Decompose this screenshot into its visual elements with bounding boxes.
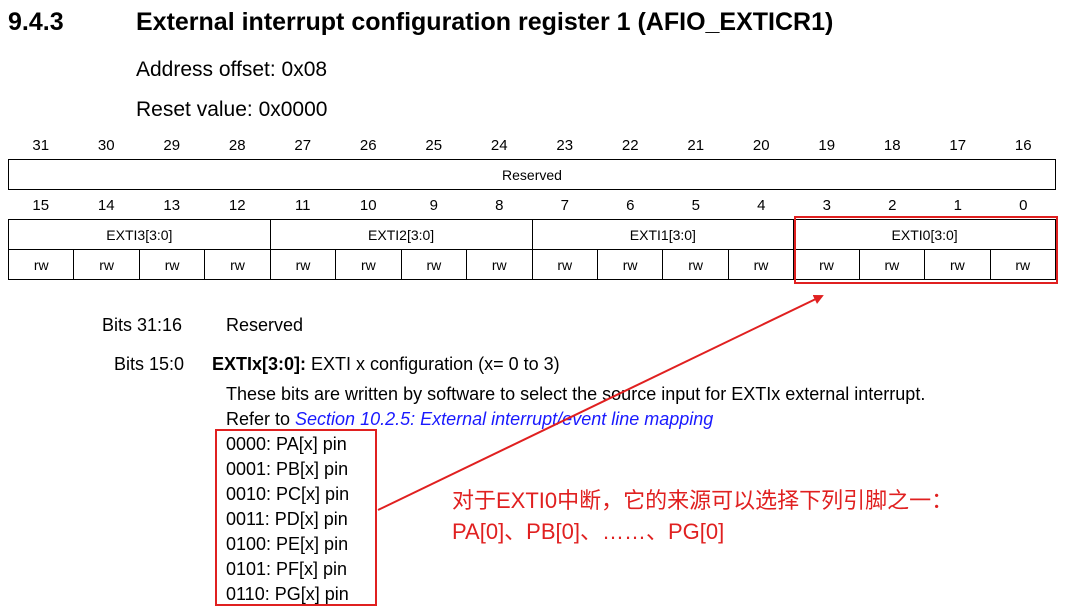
exti-heading: EXTIx[3:0]: EXTI x configuration (x= 0 t… — [212, 354, 560, 375]
bit-number: 29 — [163, 137, 181, 154]
exti-description: These bits are written by software to se… — [226, 384, 926, 404]
bit-number: 24 — [490, 137, 508, 154]
reset-value: Reset value: 0x0000 — [136, 98, 328, 121]
access-cell: rw — [73, 249, 140, 280]
pin-option: 0001: PB[x] pin — [226, 459, 349, 479]
upper-register-row: Reserved — [8, 159, 1056, 190]
pin-option: 0101: PF[x] pin — [226, 559, 348, 579]
bit-number: 5 — [691, 197, 700, 214]
bit-number: 11 — [294, 197, 311, 214]
bit-number: 13 — [163, 197, 181, 214]
upper-bit-numbers: 31 30 29 28 27 26 25 24 23 22 21 20 19 1… — [8, 137, 1056, 154]
bit-number: 21 — [687, 137, 705, 154]
access-cell: rw — [204, 249, 271, 280]
access-cell: rw — [727, 249, 795, 280]
pin-option: 0110: PG[x] pin — [226, 584, 349, 604]
bit-number: 17 — [949, 137, 967, 154]
bit-number: 14 — [97, 197, 115, 214]
bit-number: 4 — [757, 197, 766, 214]
pin-option: 0011: PD[x] pin — [226, 509, 348, 529]
bit-number: 25 — [425, 137, 443, 154]
reserved-bits-label: Bits 31:16 — [102, 315, 183, 335]
bit-number: 18 — [883, 137, 901, 154]
address-offset: Address offset: 0x08 — [136, 58, 328, 81]
lower-register-rows: EXTI3[3:0] EXTI2[3:0] EXTI1[3:0] EXTI0[3… — [7, 219, 1057, 280]
refer-line: Refer to Section 10.2.5: External interr… — [226, 409, 713, 430]
access-cell: rw — [7, 249, 75, 280]
bit-number: 15 — [32, 197, 50, 214]
exti0-highlight-box — [794, 216, 1058, 284]
bit-number: 7 — [560, 197, 569, 214]
section-title: External interrupt configuration registe… — [136, 8, 834, 36]
pin-list-highlight-box — [215, 429, 377, 606]
bit-number: 30 — [97, 137, 115, 154]
reserved-bits-text: Reserved — [226, 315, 304, 335]
section-link[interactable]: Section 10.2.5: External interrupt/event… — [295, 409, 714, 429]
refer-prefix: Refer to — [226, 409, 296, 429]
bit-number: 26 — [359, 137, 377, 154]
field-exti2: EXTI2[3:0] — [269, 219, 533, 250]
annotation-line-2: PA[0]、PB[0]、……、PG[0] — [452, 519, 725, 544]
lower-bit-numbers: 15 14 13 12 11 10 9 8 7 6 5 4 3 2 1 0 — [8, 197, 1056, 214]
access-cell: rw — [924, 249, 991, 280]
bit-number: 16 — [1014, 137, 1032, 154]
exti-field-name: EXTIx[3:0]: — [212, 354, 307, 374]
access-cell: rw — [269, 249, 337, 280]
bit-number: 27 — [294, 137, 312, 154]
section-number: 9.4.3 — [8, 8, 64, 36]
bit-number: 0 — [1019, 197, 1028, 214]
access-cell: rw — [466, 249, 533, 280]
bit-number: 3 — [822, 197, 831, 214]
bit-number: 6 — [626, 197, 635, 214]
access-cell: rw — [335, 249, 402, 280]
bit-number: 22 — [621, 137, 639, 154]
exti-field-title: EXTI x configuration (x= 0 to 3) — [306, 354, 560, 374]
bit-number: 23 — [556, 137, 574, 154]
access-cell: rw — [662, 249, 729, 280]
bit-number: 9 — [429, 197, 438, 214]
bit-number: 1 — [953, 197, 962, 214]
bit-number: 12 — [228, 197, 246, 214]
bit-number: 31 — [32, 137, 50, 154]
exti-bits-label: Bits 15:0 — [114, 354, 185, 374]
pin-option: 0100: PE[x] pin — [226, 534, 349, 554]
bit-number: 2 — [888, 197, 897, 214]
bit-number: 8 — [495, 197, 504, 214]
access-cell: rw — [400, 249, 468, 280]
access-cell: rw — [531, 249, 598, 280]
pin-option: 0000: PA[x] pin — [226, 434, 347, 454]
bit-number: 20 — [752, 137, 770, 154]
reserved-field: Reserved — [8, 159, 1056, 190]
access-cell: rw — [989, 249, 1057, 280]
bit-number: 28 — [228, 137, 246, 154]
pin-option: 0010: PC[x] pin — [226, 484, 350, 504]
annotation-line-1: 对于EXTI0中断，它的来源可以选择下列引脚之一： — [452, 488, 954, 513]
access-cell: rw — [858, 249, 926, 280]
bit-number: 10 — [359, 197, 377, 214]
bit-number: 19 — [818, 137, 836, 154]
